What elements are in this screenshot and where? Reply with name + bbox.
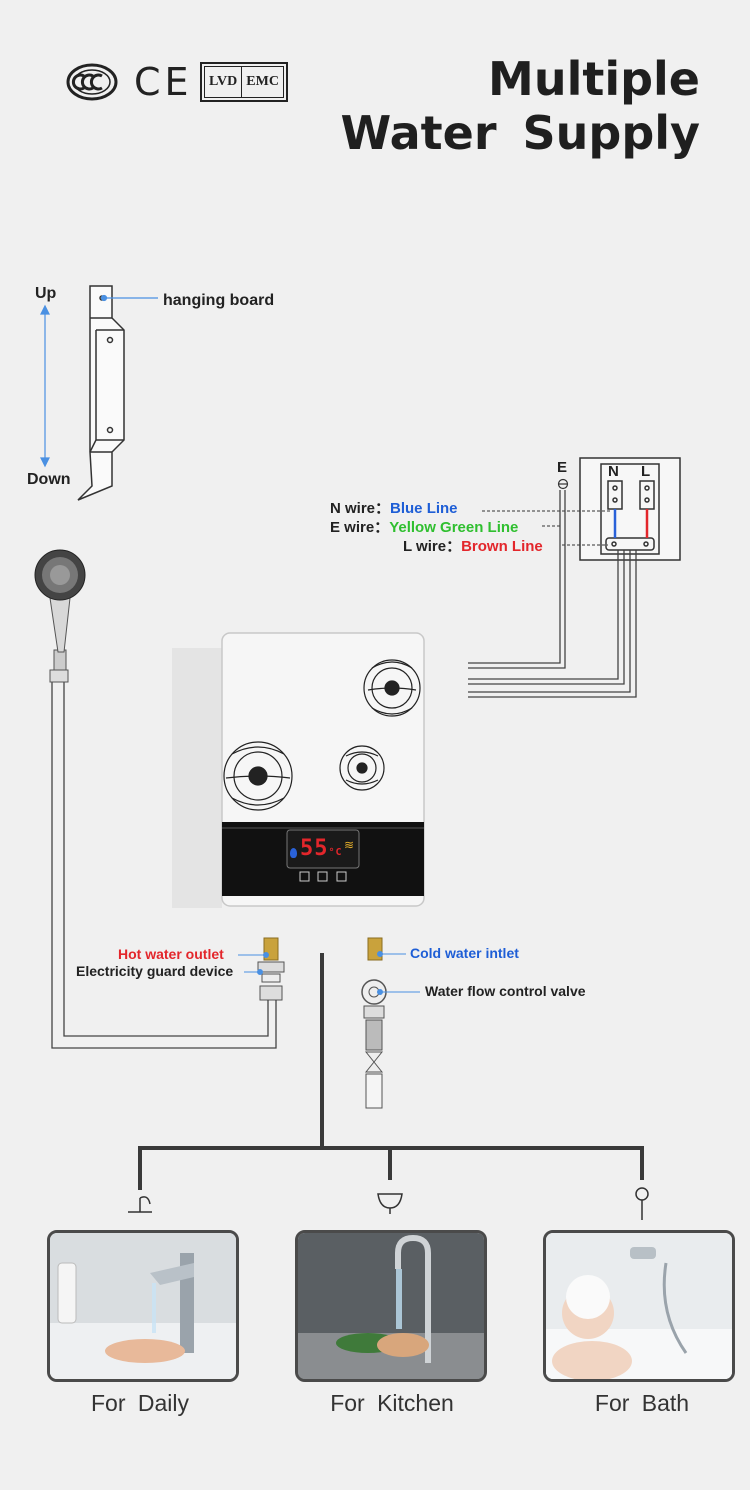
hand-shower-icon [635,1187,649,1220]
title-line-2: Water Supply [340,106,700,161]
flow-control-valve-label: Water flow control valve [425,983,586,999]
e-wire-label: E wire： [330,519,390,536]
bath-use-photo [543,1230,735,1382]
heat-wave-icon: ≋ [344,838,355,852]
temperature-value: 55 [300,836,329,861]
l-wire-color: Brown Line [461,538,543,555]
page-title: Multiple Water Supply [340,52,700,161]
hot-water-outlet-label: Hot water outlet [118,946,224,962]
terminal-n-label: N [608,463,619,480]
kitchen-use-photo [295,1230,487,1382]
water-heater-icon [221,632,425,907]
terminal-l-label: L [641,463,651,480]
temperature-display: 55°C [300,836,343,861]
down-label: Down [27,471,71,488]
shower-head-icon [34,549,86,601]
for-daily-label: For Daily [90,1390,189,1416]
faucet-icon [128,1196,152,1213]
lvd-label: LVD [205,67,243,97]
cold-water-inlet-label: Cold water intlet [410,945,519,961]
n-wire-color: Blue Line [390,500,458,517]
lvd-emc-mark: LVD EMC [200,60,288,104]
e-wire-row: E wire：Yellow Green Line [330,516,518,537]
flame-icon [290,848,297,858]
for-bath-label: For Bath [594,1390,690,1416]
electricity-guard-label: Electricity guard device [76,963,234,979]
l-wire-label: L wire： [403,538,462,555]
n-wire-row: N wire：Blue Line [330,497,458,518]
emc-label: EMC [246,74,279,89]
hanging-board-icon [77,285,125,501]
up-label: Up [35,285,57,302]
hot-water-outlet-text: Hot water outlet [118,946,224,962]
sink-icon [377,1193,403,1214]
cold-water-inlet-text: Cold water intlet [410,945,519,961]
for-kitchen-label: For Kitchen [330,1390,454,1416]
ccc-mark-icon [66,60,118,104]
title-line-1: Multiple [488,52,700,106]
terminal-box-icon [579,457,681,561]
ce-mark: CE [134,60,193,104]
daily-use-photo [47,1230,239,1382]
e-wire-color: Yellow Green Line [389,519,519,536]
earth-label: E [557,459,568,476]
hanging-board-label: hanging board [163,292,275,309]
n-wire-label: N wire： [330,500,391,517]
l-wire-row: L wire：Brown Line [403,535,543,556]
temperature-unit: °C [328,847,343,858]
